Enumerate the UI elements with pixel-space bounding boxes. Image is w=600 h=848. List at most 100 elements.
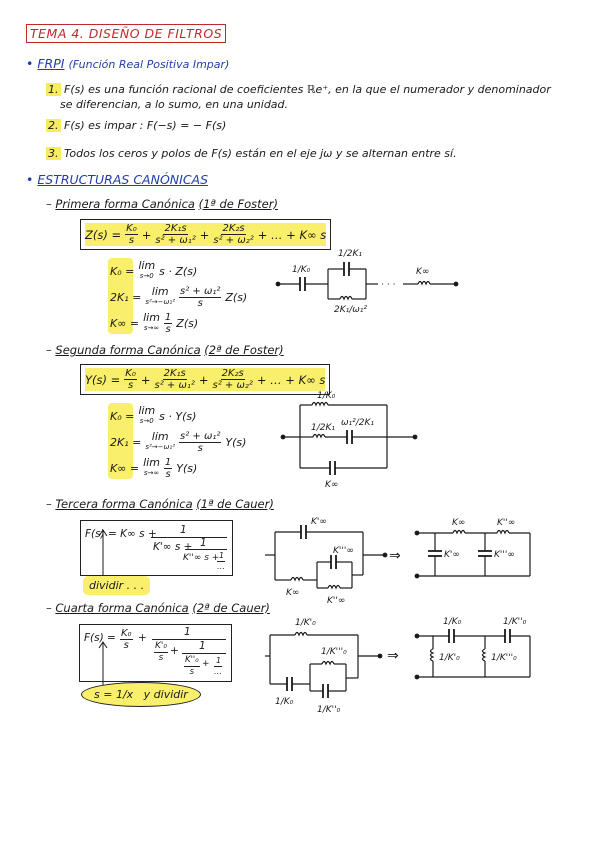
item-text: Todos los ceros y polos de F(s) están en… — [64, 147, 457, 160]
form3-formula-box: F(s) = K∞ s + 1 K'∞ s + 1 K''∞ s + 1 … — [80, 520, 233, 576]
item-text: F(s) es una función racional de coeficie… — [64, 83, 551, 96]
frac-den-3: … — [217, 561, 225, 571]
item-text: F(s) es impar : F(−s) = − F(s) — [64, 119, 227, 132]
form1-title: Primera forma Canónica — [55, 197, 195, 211]
label-l2: 1/K'''₀ — [491, 653, 517, 663]
form1-subtitle: (1ª de Foster) — [198, 197, 278, 211]
inductor-coil — [452, 529, 466, 535]
denominator: s² + ω₂² — [212, 380, 253, 391]
inductor-coil — [496, 529, 510, 535]
form2-circuit: 1/K₀ 1/2K₁ ω₁²/2K₁ K∞ — [280, 391, 418, 490]
implies-arrow-icon: ⇒ — [389, 548, 401, 564]
form4-subtitle: (2ª de Cauer) — [192, 601, 270, 615]
inductor-coil — [417, 280, 431, 286]
form2-limits-highlight — [108, 403, 133, 479]
page-title: TEMA 4. DISEÑO DE FILTROS — [26, 24, 227, 43]
label-linf: K∞ — [416, 267, 429, 277]
terminal — [412, 434, 418, 440]
dash: – — [46, 497, 56, 511]
label-l1: 2K₁/ω₁² — [334, 305, 367, 315]
lim-text: lim — [143, 311, 160, 324]
arrow-up-icon — [98, 529, 108, 583]
inductor-coil — [339, 295, 353, 301]
formula-lhs: F(s) = — [84, 632, 116, 644]
plus: + — [140, 372, 151, 387]
denominator: s² + ω₁² — [155, 235, 196, 246]
numerator: K''₀ — [184, 655, 200, 667]
form2-title-row: – Segunda forma Canónica (2ª de Foster) — [46, 343, 284, 357]
form4-note: s = 1/x y dividir — [81, 682, 201, 707]
denominator: s² + ω₁² — [154, 380, 195, 391]
form1-circuit: 1/K₀ 1/2K₁ 2K₁/ω₁² · · · K∞ — [275, 249, 459, 315]
denominator: s — [165, 323, 171, 335]
denominator: s — [127, 380, 134, 391]
denominator: s — [197, 297, 203, 309]
label-c1: 1/K₀ — [443, 617, 462, 627]
limit-lhs: 2K₁ = — [110, 435, 142, 449]
frpi-item-1-cont: se diferencian, a lo sumo, en una unidad… — [60, 98, 289, 111]
limit-expr: Y(s) — [176, 461, 198, 475]
form3-subtitle: (1ª de Cauer) — [196, 497, 274, 511]
frac-num: 1 — [180, 524, 187, 536]
canonicas-heading-row: • ESTRUCTURAS CANÓNICAS — [26, 172, 208, 187]
inductor-coil — [311, 401, 329, 407]
lim-text: lim — [151, 285, 169, 298]
lim-text: lim — [143, 456, 160, 469]
frac-bar-2 — [182, 653, 226, 654]
plus: + — [141, 227, 152, 242]
form3-circuit-b: K∞ K''∞ K'∞ K'''∞ — [414, 518, 531, 579]
arrow-up-icon — [98, 641, 108, 686]
limit-lhs: 2K₁ = — [110, 290, 142, 304]
denominator: s² + ω₂² — [213, 235, 254, 246]
inductor-coil — [290, 576, 304, 582]
form2-subtitle: (2ª de Foster) — [204, 343, 284, 357]
lim-cond: s→0 — [139, 272, 154, 280]
inductor-coil — [327, 584, 341, 590]
frpi-item-1: 1. F(s) es una función racional de coefi… — [46, 82, 551, 98]
inductor-coil — [294, 631, 308, 637]
frac-num-3: 1 — [219, 551, 225, 560]
plus: + — [170, 645, 179, 657]
numerator: s² + ω₁² — [179, 285, 222, 298]
terminal — [382, 552, 388, 558]
form3-title-row: – Tercera forma Canónica (1ª de Cauer) — [46, 497, 274, 511]
lim-cond: s²→−ω₁² — [145, 298, 176, 306]
frpi-heading: FRPI — [37, 56, 65, 71]
implies-arrow-icon: ⇒ — [387, 648, 399, 664]
label-c1: ω₁²/2K₁ — [341, 418, 374, 428]
form4-circuit-b: 1/K₀ 1/K''₀ 1/K'₀ 1/K'''₀ — [414, 617, 531, 680]
label-dots: · · · — [381, 280, 395, 290]
denominator: s — [128, 235, 135, 246]
form1-limits-highlight — [108, 258, 133, 334]
lim-cond: s²→−ω₁² — [145, 443, 176, 451]
numerator: 2K₂s — [220, 368, 245, 380]
numerator: K₀ — [124, 368, 137, 380]
plus: + — [199, 227, 210, 242]
frpi-item-3: 3. Todos los ceros y polos de F(s) están… — [46, 146, 457, 162]
lim-text: lim — [138, 259, 156, 272]
frpi-heading-row: • FRPI (Función Real Positiva Impar) — [26, 56, 229, 71]
label-l2: K''∞ — [497, 518, 515, 528]
frac-num-3: 1 — [216, 656, 222, 665]
limit-expr: s · Z(s) — [159, 264, 198, 278]
label-l-inner: K''∞ — [327, 596, 345, 605]
formula-lhs: Z(s) = — [85, 227, 122, 242]
